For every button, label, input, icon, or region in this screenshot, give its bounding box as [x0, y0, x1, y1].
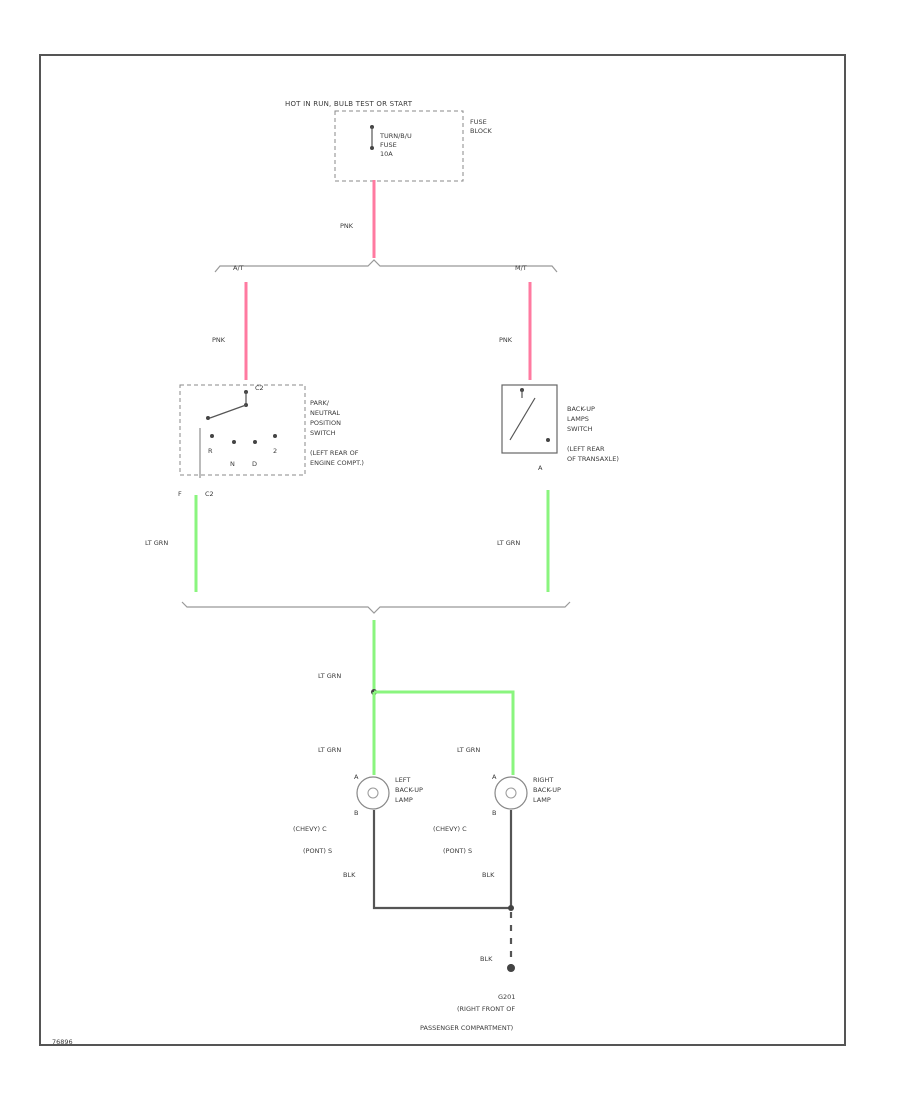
- pnp-label-line-4: SWITCH: [310, 429, 336, 437]
- fuse-label-line-1: TURN/B/U: [379, 132, 412, 140]
- branch-label-mt: M/T: [515, 264, 527, 272]
- fuse-label-line-3: 10A: [380, 150, 393, 158]
- pnp-pin-c2: C2: [205, 490, 214, 498]
- backup-switch-label-line-3: SWITCH: [567, 425, 593, 433]
- diagram-frame: [39, 54, 846, 1046]
- pnp-contact-r: [210, 434, 214, 438]
- option-bus-bottom: [181, 601, 571, 614]
- fuse-block-header: HOT IN RUN, BULB TEST OR START: [285, 100, 413, 108]
- pnp-pin-f: F: [178, 490, 182, 498]
- left-lamp-pont-code: (PONT) S: [303, 847, 332, 855]
- backup-switch-blade: [509, 397, 536, 441]
- right-lamp-label-line-1: RIGHT: [533, 776, 553, 784]
- backup-switch-label-line-2: LAMPS: [567, 415, 589, 423]
- pnp-contact-park: [206, 416, 210, 420]
- pnp-contact-d: [253, 440, 257, 444]
- pnp-gear-2: 2: [273, 447, 277, 455]
- pnp-switch-box: [179, 384, 306, 476]
- backup-switch-pin-a: A: [538, 464, 543, 472]
- pnp-gear-n: N: [230, 460, 235, 468]
- wire-label-ltgrn-right: LT GRN: [457, 746, 480, 754]
- pnp-gear-d: D: [252, 460, 257, 468]
- wire-label-ltgrn-backup: LT GRN: [497, 539, 520, 547]
- wire-label-ltgrn-main: LT GRN: [318, 672, 341, 680]
- backup-switch-label-line-1: BACK-UP: [567, 405, 595, 413]
- backup-switch-box: [501, 384, 558, 454]
- left-lamp-pin-b: B: [354, 809, 358, 817]
- pnp-contact-n: [232, 440, 236, 444]
- backup-switch-contact: [546, 438, 550, 442]
- fuse-block-label-line-2: BLOCK: [470, 127, 493, 135]
- wire-label-blk-left: BLK: [343, 871, 356, 879]
- pnp-label-line-6: ENGINE COMPT.): [310, 459, 364, 467]
- pnp-label-line-1: PARK/: [310, 399, 330, 407]
- right-lamp-label-line-3: LAMP: [533, 796, 551, 804]
- option-bus-top: [214, 259, 558, 273]
- right-backup-lamp: [494, 776, 528, 810]
- fuse-block-box: [334, 110, 464, 182]
- left-lamp-label-line-3: LAMP: [395, 796, 413, 804]
- wire-blk-left: [372, 810, 511, 910]
- wire-ltgrn-right-branch: [374, 690, 515, 775]
- right-lamp-filament: [505, 787, 517, 799]
- wire-label-blk-ground: BLK: [480, 955, 493, 963]
- branch-label-at: A/T: [233, 264, 244, 272]
- figure-id: 76896: [52, 1038, 73, 1046]
- splice-blk: [508, 905, 514, 911]
- right-lamp-chevy-code: (CHEVY) C: [433, 825, 467, 833]
- right-lamp-pont-code: (PONT) S: [443, 847, 472, 855]
- right-lamp-pin-b: B: [492, 809, 496, 817]
- left-lamp-pin-a: A: [354, 773, 359, 781]
- pnp-contact-2: [273, 434, 277, 438]
- pnp-gear-r: R: [208, 447, 213, 455]
- pnp-label-line-3: POSITION: [310, 419, 341, 427]
- wire-label-ltgrn-left: LT GRN: [318, 746, 341, 754]
- fuse-block-label-line-1: FUSE: [470, 118, 487, 126]
- wire-label-pnk-mt: PNK: [499, 336, 513, 344]
- ground-label-line-2: PASSENGER COMPARTMENT): [420, 1024, 513, 1032]
- left-lamp-label-line-1: LEFT: [395, 776, 410, 784]
- wire-label-blk-right: BLK: [482, 871, 495, 879]
- ground-terminal: [507, 964, 515, 972]
- ground-id: G201: [498, 993, 515, 1001]
- fuse-terminal-bottom: [370, 146, 374, 150]
- pnp-terminal-top-label: C2: [255, 384, 264, 392]
- pnp-blade: [209, 404, 247, 419]
- left-lamp-label-line-2: BACK-UP: [395, 786, 423, 794]
- pnp-label-line-2: NEUTRAL: [310, 409, 340, 417]
- fuse-label-line-2: FUSE: [380, 141, 397, 149]
- left-lamp-filament: [367, 787, 379, 799]
- wire-label-ltgrn-pnp: LT GRN: [145, 539, 168, 547]
- left-backup-lamp: [356, 776, 390, 810]
- right-lamp-pin-a: A: [492, 773, 497, 781]
- backup-switch-label-line-5: OF TRANSAXLE): [567, 455, 619, 463]
- wire-label-pnk-fuse: PNK: [340, 222, 354, 230]
- backup-switch-label-line-4: (LEFT REAR: [567, 445, 605, 453]
- wire-label-pnk-at: PNK: [212, 336, 226, 344]
- pnp-label-line-5: (LEFT REAR OF: [310, 449, 359, 457]
- right-lamp-label-line-2: BACK-UP: [533, 786, 561, 794]
- ground-label-line-1: (RIGHT FRONT OF: [457, 1005, 515, 1013]
- left-lamp-chevy-code: (CHEVY) C: [293, 825, 327, 833]
